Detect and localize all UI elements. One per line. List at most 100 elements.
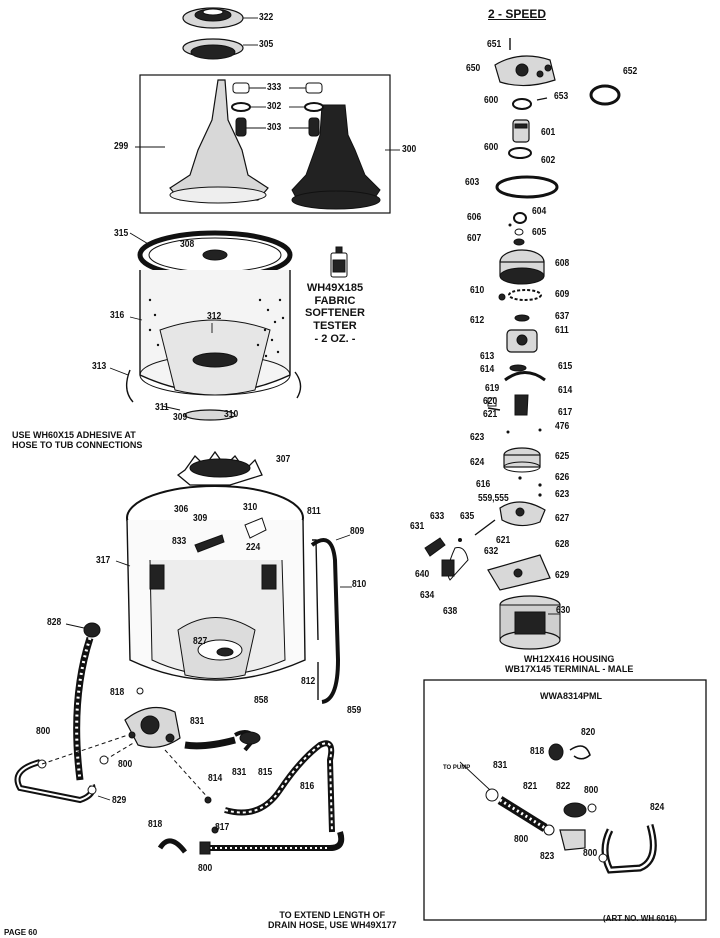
part-label: 603 (465, 177, 480, 188)
part-label: 625 (555, 451, 570, 462)
transmission-stack (424, 38, 621, 650)
part-label: 310 (243, 502, 258, 513)
part-label: 605 (532, 227, 547, 238)
part-label: 317 (96, 555, 111, 566)
part-label: 600 (484, 95, 499, 106)
part-label: 312 (207, 311, 222, 322)
fabric-softener-tester-bottle (330, 246, 348, 278)
part-label: 820 (581, 727, 596, 738)
part-label: 630 (556, 605, 571, 616)
part-label: 617 (558, 407, 573, 418)
fill-hose-828-829 (14, 622, 111, 804)
tub-hoses (310, 534, 352, 704)
part-label: 831 (190, 716, 205, 727)
part-305-strainer (182, 38, 244, 60)
part-label: 606 (467, 212, 482, 223)
drain-hose-note: TO EXTEND LENGTH OF DRAIN HOSE, USE WH49… (268, 910, 397, 931)
part-label: 800 (583, 848, 598, 859)
part-label: 624 (470, 457, 485, 468)
part-label: 816 (300, 781, 315, 792)
part-label: 818 (148, 819, 163, 830)
part-label: 614 (558, 385, 573, 396)
part-label: 309 (193, 513, 208, 524)
part-label: 800 (198, 863, 213, 874)
page-number: PAGE 60 (4, 928, 38, 937)
part-label: 815 (258, 767, 273, 778)
part-label: 631 (410, 521, 425, 532)
part-label: 316 (110, 310, 125, 321)
part-label: 827 (193, 636, 208, 647)
part-label: 818 (110, 687, 125, 698)
pump-831 (41, 687, 211, 801)
part-label: 621 (496, 535, 511, 546)
part-label: 635 (460, 511, 475, 522)
part-label: 609 (555, 289, 570, 300)
part-label: 307 (276, 454, 291, 465)
part-label: 812 (301, 676, 316, 687)
part-label: 859 (347, 705, 362, 716)
part-label: 612 (470, 315, 485, 326)
part-label: 602 (541, 155, 556, 166)
part-label: 619 (485, 383, 500, 394)
part-label: 833 (172, 536, 187, 547)
part-label: 224 (246, 542, 261, 553)
part-label: 299 (114, 141, 129, 152)
agitator-box (135, 74, 400, 214)
part-322-cap (182, 7, 244, 29)
part-label: 638 (443, 606, 458, 617)
part-label: 627 (555, 513, 570, 524)
part-label: 632 (484, 546, 499, 557)
part-label: 817 (215, 822, 230, 833)
kit-box-wwa8314pml (423, 679, 707, 921)
part-label: 634 (420, 590, 435, 601)
part-label: 650 (466, 63, 481, 74)
part-label: 626 (555, 472, 570, 483)
part-label: 633 (430, 511, 445, 522)
part-label: 608 (555, 258, 570, 269)
part-label: 800 (118, 759, 133, 770)
part-label: 800 (514, 834, 529, 845)
part-label: 333 (267, 82, 282, 93)
part-label: 628 (555, 539, 570, 550)
part-label: 829 (112, 795, 127, 806)
part-label: 611 (555, 325, 569, 336)
part-label: 303 (267, 122, 282, 133)
part-label: 615 (558, 361, 573, 372)
part-label: 651 (487, 39, 502, 50)
art-number: (ART NO. WH 6016) (603, 914, 677, 923)
spin-basket (109, 230, 302, 421)
part-label: 311 (155, 402, 169, 413)
part-label: 822 (556, 781, 571, 792)
drain-hoses (157, 730, 345, 855)
part-label: 476 (555, 421, 570, 432)
part-label: 858 (254, 695, 269, 706)
part-label: 309 (173, 412, 188, 423)
part-label: 614 (480, 364, 495, 375)
part-label: 818 (530, 746, 545, 757)
fabric-softener-tester-note: WH49X185 FABRIC SOFTENER TESTER - 2 OZ. … (305, 282, 365, 345)
part-label: 637 (555, 311, 570, 322)
part-label: 810 (352, 579, 367, 590)
part-label: 823 (540, 851, 555, 862)
page-title: 2 - SPEED (488, 7, 547, 21)
part-label: 306 (174, 504, 189, 515)
housing-note: WH12X416 HOUSING WB17X145 TERMINAL - MAL… (505, 654, 634, 675)
part-label: 800 (584, 785, 599, 796)
outer-tub (115, 450, 306, 681)
part-label: 305 (259, 39, 274, 50)
part-label: 620 (483, 396, 498, 407)
part-label: 600 (484, 142, 499, 153)
part-label: 308 (180, 239, 195, 250)
part-label: 652 (623, 66, 638, 77)
part-label: 831 (232, 767, 247, 778)
part-label: 821 (523, 781, 538, 792)
part-label: 623 (470, 432, 485, 443)
to-pump-note: TO PUMP (443, 765, 471, 771)
part-label: 559,555 (478, 493, 509, 504)
part-label: 640 (415, 569, 430, 580)
part-label: 313 (92, 361, 107, 372)
part-label: 616 (476, 479, 491, 490)
part-label: 302 (267, 101, 282, 112)
part-label: 613 (480, 351, 495, 362)
